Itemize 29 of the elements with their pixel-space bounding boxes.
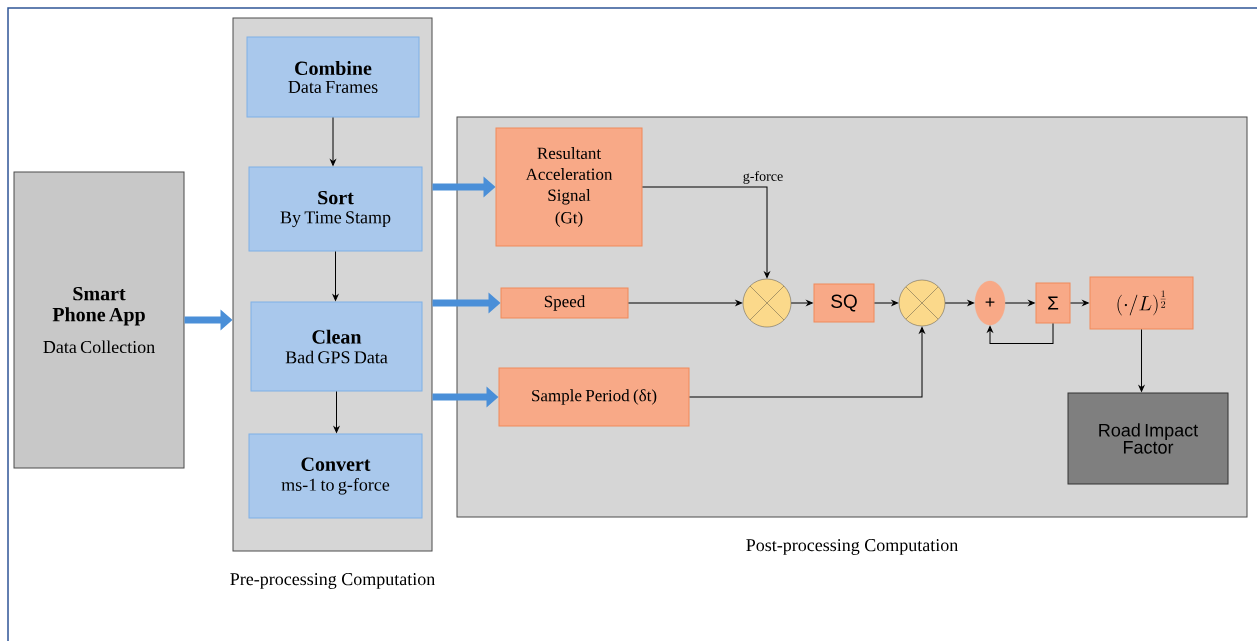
signal-box: Σ (1035, 282, 1071, 324)
process-box: Combine Data Frames (246, 36, 420, 118)
panel-caption: Post-processing Computation (746, 539, 958, 555)
arrow (642, 186, 770, 279)
arrow (628, 300, 743, 306)
multiplier-circle (898, 279, 946, 327)
signal-box: Resultant Acceleration Signal (Gt) (495, 127, 643, 247)
arrow (333, 391, 340, 433)
result-box: Road Impact Factor (1067, 392, 1229, 485)
panel-caption: Pre-processing Computation (230, 573, 435, 589)
process-box: Sort By Time Stamp (248, 166, 423, 252)
arrow (1070, 300, 1089, 306)
process-box: Clean Bad GPS Data (250, 301, 423, 392)
arrow (944, 300, 975, 306)
signal-box: Sample Period (δt) (498, 367, 690, 427)
arrow (1004, 300, 1035, 306)
process-box: Convert ms-1 to g-force (248, 433, 423, 519)
arrow (330, 117, 336, 166)
arrow (332, 251, 339, 301)
multiplier-circle (742, 278, 792, 328)
arrow (689, 326, 925, 398)
formula-box: $(\cdot/L)^{\frac{1}{2}}$ (1089, 276, 1194, 330)
arrow (874, 300, 899, 306)
arrow (1138, 329, 1145, 392)
arrow (987, 323, 1054, 344)
signal-box: SQ (813, 283, 875, 323)
signal-box: Speed (500, 287, 629, 319)
arrow (790, 300, 813, 306)
source-box: Smart Phone App Data Collection (13, 171, 185, 469)
